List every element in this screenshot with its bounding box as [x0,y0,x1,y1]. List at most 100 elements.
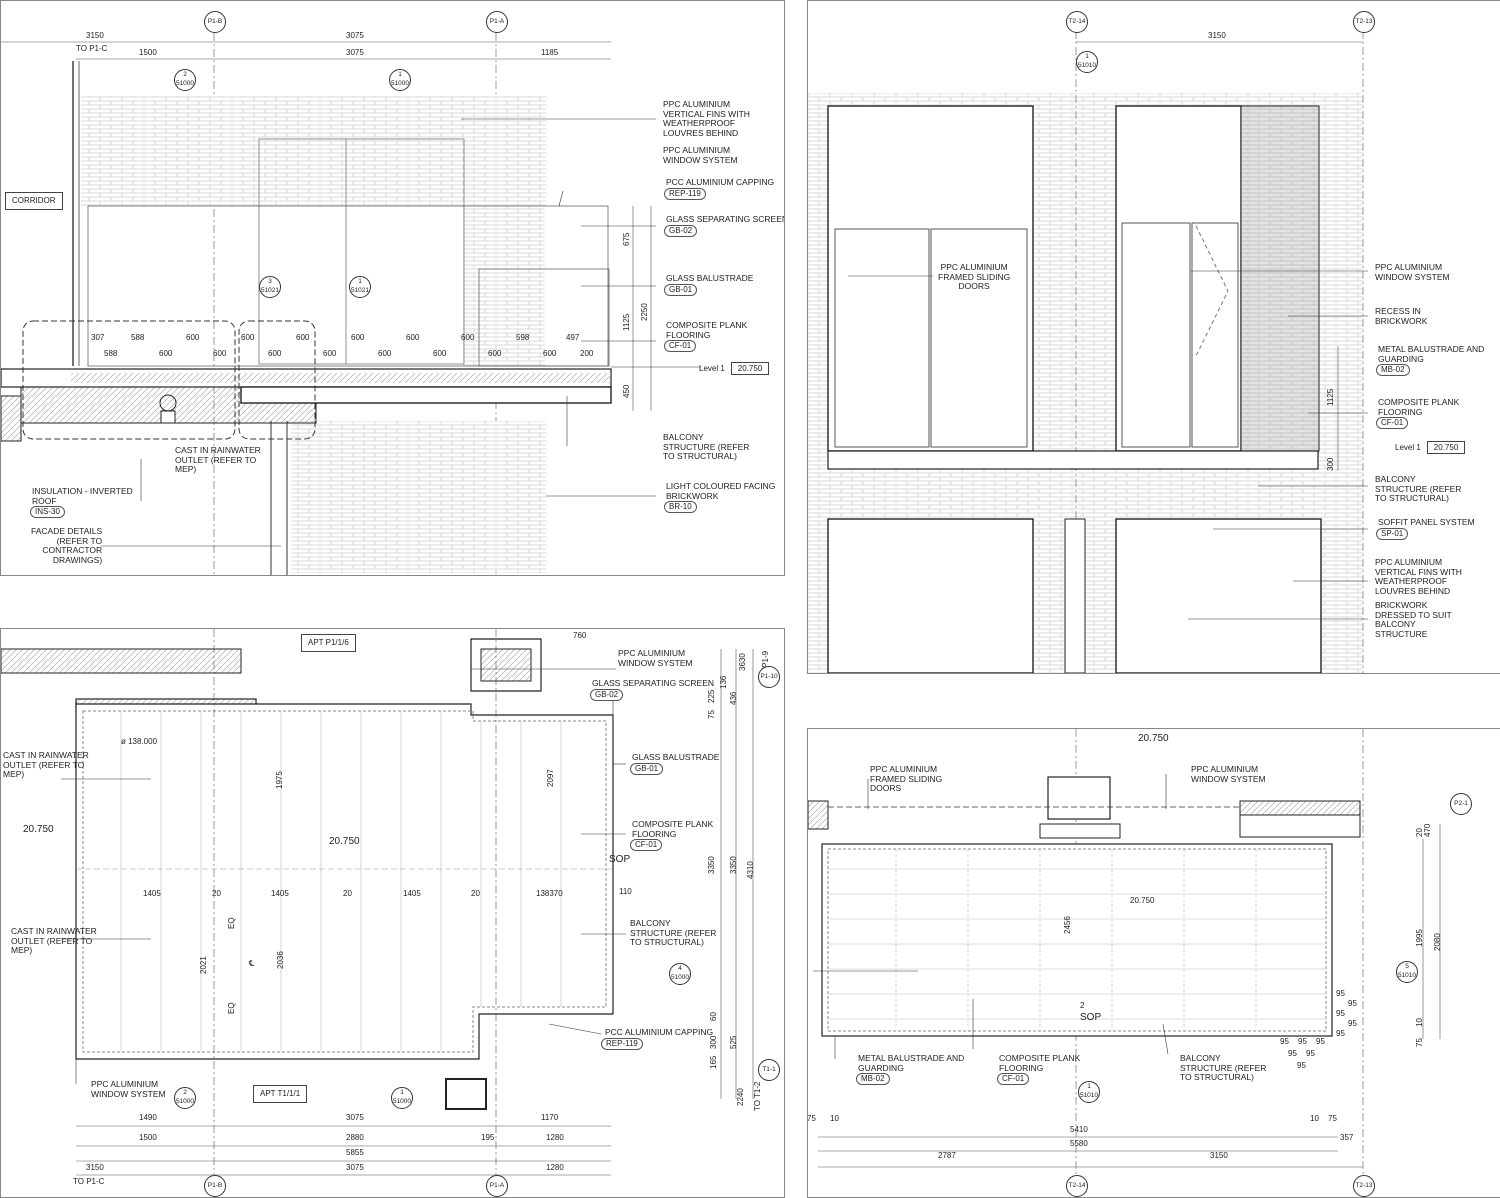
plan-panel-bottom-left: APT P1/1/6 APT T1/1/1 760 ø 138.000 20.7… [0,628,785,1198]
spec-code: CF-01 [1376,417,1409,429]
note-label: PCC ALUMINIUM CAPPING [666,177,775,187]
grid-bubble-p2-1: P2-1 [1450,793,1472,815]
vdim-label: 20 [1415,828,1424,837]
level-tag: 20.750 [1130,896,1155,905]
dim-label: 1500 [139,1133,157,1142]
dim-label: 600 [296,333,310,342]
dim-label: 5855 [346,1148,364,1157]
dim-label: 600 [268,349,282,358]
note-label: GLASS SEPARATING SCREEN [592,678,715,688]
dim-label: 1280 [546,1163,564,1172]
dim-label: 110 [619,887,632,896]
dim-label: 20 [471,889,480,898]
note-label: METAL BALUSTRADE AND GUARDING [858,1053,965,1073]
dim-label: 600 [406,333,420,342]
dim-label: 3150 [1208,31,1226,40]
dim-label: 600 [241,333,255,342]
centerline-symbol: ℄ [249,959,255,968]
dim-label: 95 [1348,999,1357,1008]
dim-label: 600 [543,349,557,358]
dim-label: 600 [488,349,502,358]
note-label: GLASS BALUSTRADE [666,273,754,283]
vdim-label: 470 [1423,823,1432,837]
dim-label: 600 [351,333,365,342]
spec-code: GB-01 [664,284,698,296]
spec-code: CF-01 [664,340,697,352]
note-label: BALCONY STRUCTURE (REFER TO STRUCTURAL) [1375,474,1462,503]
level-tag: 20.750 [1138,733,1169,744]
vdim-label: 75 [707,710,716,719]
vdim-label: 2240 [736,1088,745,1106]
vdim-label: EQ [227,1002,236,1014]
note-label: BALCONY STRUCTURE (REFER TO STRUCTURAL) [1180,1053,1267,1082]
spec-code: CF-01 [997,1073,1030,1085]
vdim-label: 1975 [275,771,284,789]
vdim-label: EQ [227,917,236,929]
note-label: GLASS BALUSTRADE [632,752,720,762]
dim-label: 1405 [143,889,161,898]
vdim-label: 3350 [729,856,738,874]
dim-label: 3075 [346,48,364,57]
dim-label: 5410 [1070,1125,1088,1134]
level-tag: 20.750 [23,824,54,835]
dim-label: 1280 [546,1133,564,1142]
dim-label: 20 [212,889,221,898]
dim-label: 598 [516,333,530,342]
dim-label: 95 [1336,1029,1345,1038]
dim-label: 75 [807,1114,816,1123]
note-label: BRICKWORK DRESSED TO SUIT BALCONY STRUCT… [1375,600,1452,639]
dim-label: 1405 [271,889,289,898]
dim-label: TO P1-C [76,44,108,53]
room-label-apt-p1-1-6: APT P1/1/6 [301,634,356,652]
dim-label: 3075 [346,1163,364,1172]
dim-label: 95 [1306,1049,1315,1058]
dim-label: 95 [1336,1009,1345,1018]
note-label: COMPOSITE PLANK FLOORING [999,1053,1081,1073]
grid-bubble-p1-10: P1-10 [758,666,780,688]
vdim-label: 1125 [1326,388,1335,406]
grid-bubble-p1b: P1-B [204,1175,226,1197]
dim-label: 95 [1288,1049,1297,1058]
vdim-label: 136 [719,675,728,689]
plan-panel-bottom-right: 20.750 20.750 P2-1 470 20 1995 2080 10 7… [807,728,1500,1198]
sop-label: SOP [1080,1012,1102,1023]
note-label: PPC ALUMINIUM VERTICAL FINS WITH WEATHER… [1375,557,1462,596]
spec-code: GB-02 [590,689,624,701]
dim-label: 1185 [541,48,559,57]
grid-bubble-t1-1: T1-1 [758,1059,780,1081]
dim-label: 95 [1297,1061,1306,1070]
note-label: COMPOSITE PLANK FLOORING [1378,397,1460,417]
spec-code: MB-02 [1376,364,1410,376]
vdim-label: 3630 [738,653,747,671]
level-tag: 20.750 [329,836,360,847]
note-label: PPC ALUMINIUM WINDOW SYSTEM [1375,262,1450,282]
spec-code: REP-119 [601,1038,643,1050]
vdim-label: TO T1-2 [753,1081,762,1112]
note-label: CAST IN RAINWATER OUTLET (REFER TO MEP) [3,750,89,779]
note-label: PPC ALUMINIUM WINDOW SYSTEM [91,1079,166,1099]
dim-label: 3075 [346,31,364,40]
dim-label: 600 [159,349,173,358]
vdim-label: 2250 [640,303,649,321]
grid-bubble-p1b: P1-B [204,11,226,33]
vdim-label: 436 [729,691,738,705]
dim-label: 600 [378,349,392,358]
grid-bubble-p1a: P1-A [486,1175,508,1197]
vdim-label: 60 [709,1012,718,1021]
dim-label: 95 [1280,1037,1289,1046]
note-label: PPC ALUMINIUM VERTICAL FINS WITH WEATHER… [663,99,750,138]
note-label: GLASS SEPARATING SCREEN [666,214,785,224]
dim-label: 10 [830,1114,839,1123]
spec-code: MB-02 [856,1073,890,1085]
note-label: FACADE DETAILS (REFER TO CONTRACTOR DRAW… [31,526,103,565]
note-label: PPC ALUMINIUM WINDOW SYSTEM [663,145,738,165]
note-label: LIGHT COLOURED FACING BRICKWORK [666,481,776,501]
dim-label: 3150 [1210,1151,1228,1160]
dim-label: 95 [1316,1037,1325,1046]
dim-label: 138370 [536,889,563,898]
dim-label: 600 [323,349,337,358]
